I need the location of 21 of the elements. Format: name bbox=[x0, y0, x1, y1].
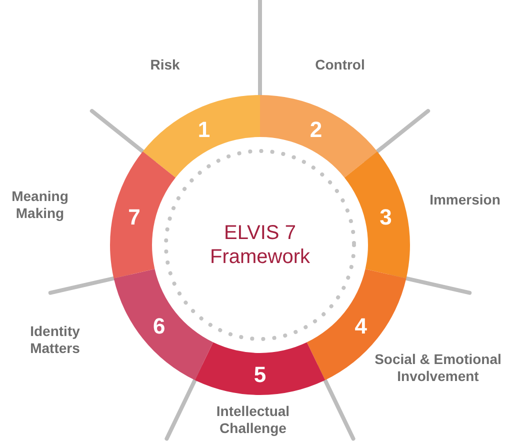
segment-label: Immersion bbox=[428, 192, 502, 208]
segment-label: Risk bbox=[149, 56, 181, 74]
segment-label: Control bbox=[314, 56, 366, 74]
segment-number: 4 bbox=[354, 313, 367, 338]
segment-number: 6 bbox=[153, 313, 166, 338]
segment-number: 3 bbox=[380, 204, 392, 230]
segment-label: Meaning Making bbox=[10, 188, 70, 222]
segment-label: Intellectual Challenge bbox=[215, 403, 291, 437]
ring-segment bbox=[110, 151, 176, 278]
segment-number: 2 bbox=[310, 116, 322, 142]
center-title: ELVIS 7 Framework bbox=[208, 221, 311, 269]
segment-number: 7 bbox=[128, 204, 140, 230]
ring-segment bbox=[260, 95, 378, 178]
segment-label: Social & Emotional Involvement bbox=[374, 351, 502, 385]
ring-segment bbox=[114, 269, 214, 380]
segment-number: 5 bbox=[254, 362, 266, 387]
segment-number: 1 bbox=[198, 116, 210, 142]
ring-segment bbox=[344, 151, 410, 278]
segment-label: Identity Matters bbox=[29, 323, 81, 357]
ring-segment bbox=[194, 342, 326, 395]
ring-segment bbox=[142, 95, 260, 178]
